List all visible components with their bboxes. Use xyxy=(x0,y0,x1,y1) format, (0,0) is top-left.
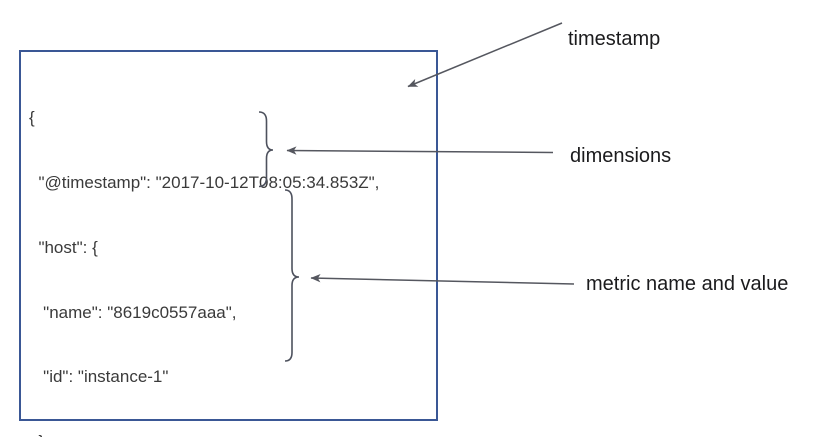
code-line-timestamp: "@timestamp": "2017-10-12T08:05:34.853Z"… xyxy=(29,172,380,192)
annotation-label-timestamp: timestamp xyxy=(568,28,661,50)
code-line: }, xyxy=(29,431,379,437)
code-line: { xyxy=(29,108,35,128)
annotation-label-dimensions: dimensions xyxy=(570,145,672,167)
json-code: { "@timestamp": "2017-10-12T08:05:34.853… xyxy=(29,64,379,437)
code-line-host: "host": { xyxy=(29,237,98,257)
json-document-box: { "@timestamp": "2017-10-12T08:05:34.853… xyxy=(19,50,438,437)
code-line-host-name: "name": "8619c0557aaa", xyxy=(29,302,237,322)
code-line-host-id: "id": "instance-1" xyxy=(29,367,169,387)
annotation-label-metric: metric name and value xyxy=(586,273,789,295)
